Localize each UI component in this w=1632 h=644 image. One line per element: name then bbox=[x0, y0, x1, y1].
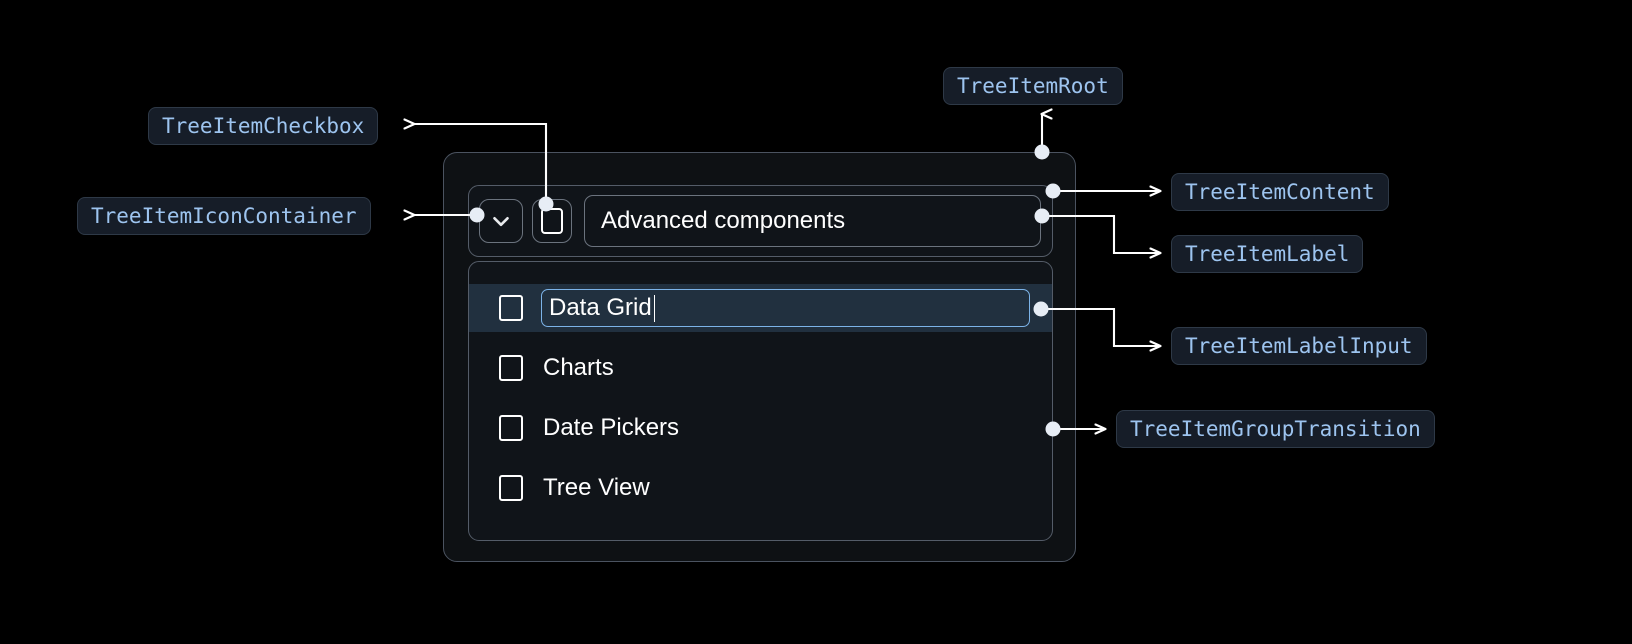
checkbox-unchecked-icon bbox=[541, 208, 563, 234]
badge-text: TreeItemCheckbox bbox=[162, 114, 365, 138]
checkbox-unchecked-icon[interactable] bbox=[499, 415, 523, 441]
tree-child-row-date-pickers[interactable]: Date Pickers bbox=[469, 404, 1052, 452]
tree-item-label-text: Tree View bbox=[543, 474, 650, 501]
badge-text: TreeItemIconContainer bbox=[91, 204, 357, 228]
annotation-badge-tree-item-label: TreeItemLabel bbox=[1171, 235, 1364, 273]
tree-item-label-text: Date Pickers bbox=[543, 414, 680, 441]
badge-text: TreeItemGroupTransition bbox=[1130, 417, 1421, 441]
tree-child-row-tree-view[interactable]: Tree View bbox=[469, 464, 1052, 512]
tree-item-label[interactable]: Advanced components bbox=[584, 195, 1041, 247]
tree-item-label-input-value: Data Grid bbox=[549, 294, 652, 321]
tree-item-checkbox[interactable] bbox=[532, 199, 572, 243]
annotation-badge-tree-item-root: TreeItemRoot bbox=[943, 67, 1123, 105]
tree-item-label-text: Advanced components bbox=[601, 207, 846, 234]
chevron-down-icon bbox=[488, 208, 514, 234]
tree-item-label-input[interactable]: Data Grid bbox=[541, 289, 1030, 327]
tree-child-row-charts[interactable]: Charts bbox=[469, 344, 1052, 392]
badge-text: TreeItemRoot bbox=[957, 74, 1109, 98]
tree-item-content[interactable]: Advanced components bbox=[468, 185, 1053, 257]
text-caret bbox=[653, 294, 656, 322]
tree-item-icon-container[interactable] bbox=[479, 199, 523, 243]
tree-item-root[interactable]: Advanced components Data Grid Charts Dat… bbox=[443, 152, 1076, 562]
annotation-badge-tree-item-content: TreeItemContent bbox=[1171, 173, 1389, 211]
tree-child-row-data-grid[interactable]: Data Grid bbox=[469, 284, 1052, 332]
annotation-badge-tree-item-label-input: TreeItemLabelInput bbox=[1171, 327, 1427, 365]
tree-item-group-transition: Data Grid Charts Date Pickers Tree View bbox=[468, 261, 1053, 541]
checkbox-unchecked-icon[interactable] bbox=[499, 355, 523, 381]
annotation-badge-tree-item-icon-container: TreeItemIconContainer bbox=[77, 197, 371, 235]
annotation-badge-tree-item-group-transition: TreeItemGroupTransition bbox=[1116, 410, 1435, 448]
checkbox-unchecked-icon[interactable] bbox=[499, 475, 523, 501]
badge-text: TreeItemLabelInput bbox=[1185, 334, 1413, 358]
annotation-badge-tree-item-checkbox: TreeItemCheckbox bbox=[148, 107, 379, 145]
checkbox-unchecked-icon[interactable] bbox=[499, 295, 523, 321]
badge-text: TreeItemLabel bbox=[1185, 242, 1350, 266]
tree-item-label-text: Charts bbox=[543, 354, 614, 381]
badge-text: TreeItemContent bbox=[1185, 180, 1375, 204]
